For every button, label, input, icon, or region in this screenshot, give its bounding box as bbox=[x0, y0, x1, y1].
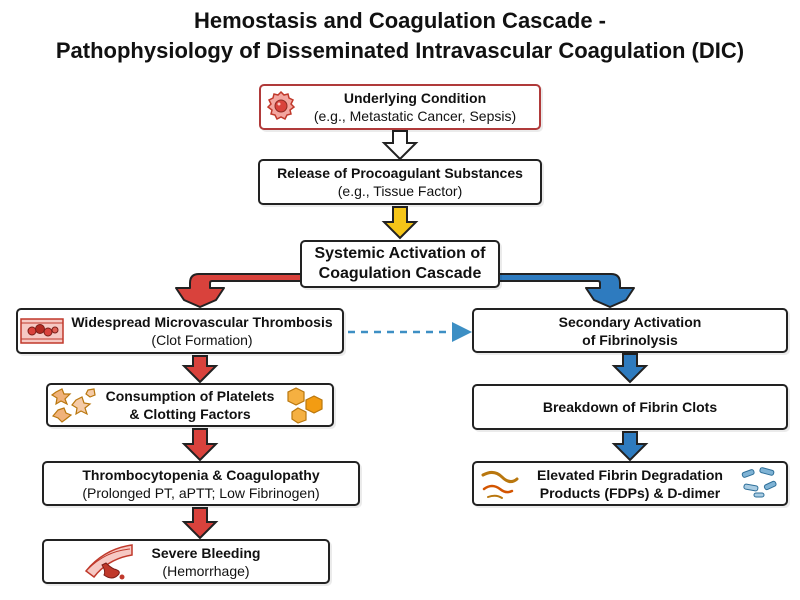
consumption-title-line-1: Consumption of Platelets bbox=[105, 388, 275, 404]
node-release-procoagulant: Release of Procoagulant Substances (e.g.… bbox=[258, 159, 542, 205]
arrow-thrombosis-to-consumption bbox=[181, 355, 219, 384]
platelets-icon bbox=[50, 388, 96, 423]
clotting-factor-icon bbox=[287, 387, 323, 424]
node-thrombocytopenia-coagulopathy: Thrombocytopenia & Coagulopathy (Prolong… bbox=[42, 461, 360, 506]
underlying-subtitle: (e.g., Metastatic Cancer, Sepsis) bbox=[313, 108, 517, 124]
node-secondary-fibrinolysis: Secondary Activation of Fibrinolysis bbox=[472, 308, 788, 353]
arrow-underlying-to-release bbox=[381, 130, 419, 161]
arrow-thrombocytopenia-to-bleeding bbox=[181, 507, 219, 540]
arrow-release-to-activation bbox=[381, 206, 419, 240]
fdp-title-line-1: Elevated Fibrin Degradation bbox=[537, 466, 723, 483]
thrombocytopenia-title: Thrombocytopenia & Coagulopathy bbox=[82, 466, 320, 483]
node-elevated-fdp: Elevated Fibrin Degradation Products (FD… bbox=[472, 461, 788, 506]
fdp-title-line-2: Products (FDPs) & D-dimer bbox=[539, 484, 721, 501]
activation-title-line-2: Coagulation Cascade bbox=[318, 265, 482, 282]
arrow-breakdown-to-fdp bbox=[611, 431, 649, 462]
underlying-title: Underlying Condition bbox=[343, 90, 487, 106]
breakdown-title: Breakdown of Fibrin Clots bbox=[542, 399, 718, 415]
diagram-title: Hemostasis and Coagulation Cascade - Pat… bbox=[0, 6, 800, 66]
fibrinolysis-title-line-1: Secondary Activation bbox=[558, 313, 702, 330]
consumption-title-line-2: & Clotting Factors bbox=[129, 406, 251, 422]
arrow-activation-to-thrombosis-shape bbox=[175, 258, 303, 308]
node-consumption-platelets: Consumption of Platelets & Clotting Fact… bbox=[46, 383, 334, 427]
title-line-1: Hemostasis and Coagulation Cascade - bbox=[194, 8, 606, 33]
bleeding-title: Severe Bleeding bbox=[151, 544, 261, 561]
cell-icon bbox=[266, 90, 296, 121]
activation-title-line-1: Systemic Activation of bbox=[314, 245, 486, 262]
blood-vessel-clot-icon bbox=[20, 318, 64, 344]
arrow-consumption-to-thrombocytopenia bbox=[181, 428, 219, 462]
fibrin-fragment-icon bbox=[481, 470, 519, 499]
thrombosis-subtitle: (Clot Formation) bbox=[151, 332, 253, 348]
node-breakdown-fibrin: Breakdown of Fibrin Clots bbox=[472, 384, 788, 430]
node-severe-bleeding: Severe Bleeding (Hemorrhage) bbox=[42, 539, 330, 584]
bleeding-subtitle: (Hemorrhage) bbox=[162, 562, 250, 579]
fibrinolysis-title-line-2: of Fibrinolysis bbox=[582, 331, 678, 348]
release-subtitle: (e.g., Tissue Factor) bbox=[337, 183, 463, 199]
d-dimer-icon bbox=[741, 467, 777, 498]
release-title: Release of Procoagulant Substances bbox=[277, 165, 523, 181]
node-systemic-activation: Systemic Activation of Coagulation Casca… bbox=[300, 240, 500, 288]
arrow-fibrinolysis-to-breakdown bbox=[611, 353, 649, 384]
arrow-activation-to-fibrinolysis bbox=[498, 258, 635, 308]
title-line-2: Pathophysiology of Disseminated Intravas… bbox=[55, 38, 745, 63]
thrombosis-title: Widespread Microvascular Thrombosis bbox=[71, 314, 333, 330]
node-underlying-condition: Underlying Condition (e.g., Metastatic C… bbox=[259, 84, 541, 130]
node-microvascular-thrombosis: Widespread Microvascular Thrombosis (Clo… bbox=[16, 308, 344, 354]
bleeding-vessel-icon bbox=[84, 544, 133, 580]
thrombocytopenia-subtitle: (Prolonged PT, aPTT; Low Fibrinogen) bbox=[82, 484, 320, 501]
